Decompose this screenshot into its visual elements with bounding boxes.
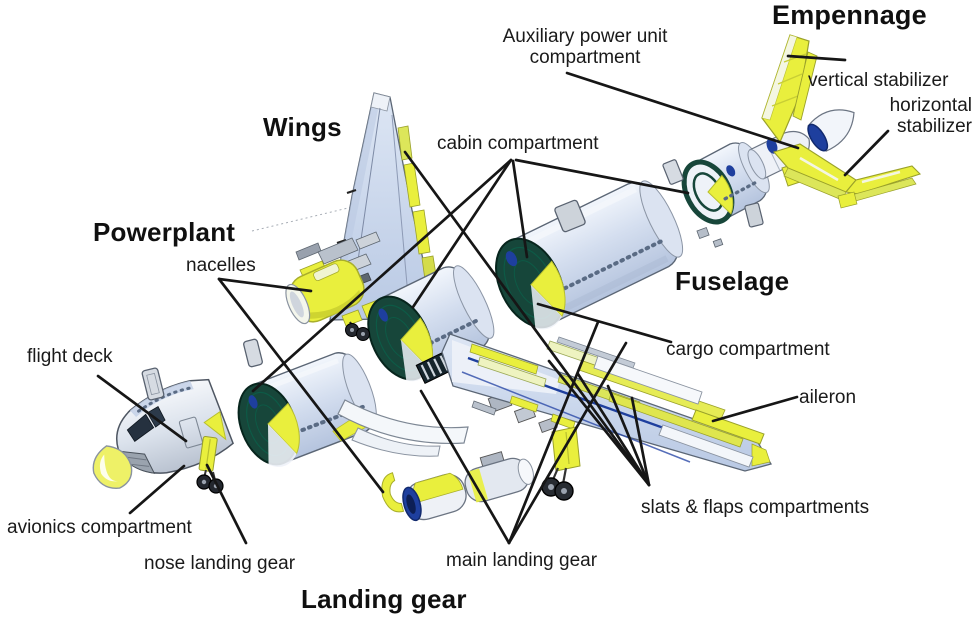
label-apu-line1: Auxiliary power unit bbox=[502, 26, 668, 47]
label-main-landing-gear: main landing gear bbox=[446, 550, 598, 571]
leader-cargo bbox=[536, 302, 673, 344]
leader-cabin-1 bbox=[251, 158, 513, 393]
leader-cabin-2 bbox=[411, 158, 513, 309]
belly-fairing bbox=[337, 399, 469, 457]
forward-fuselage-section bbox=[237, 352, 377, 467]
aft-center-fuselage-section bbox=[495, 180, 684, 330]
wing-slat-strip bbox=[403, 162, 421, 208]
label-flight-deck: flight deck bbox=[27, 346, 113, 367]
wing-slat-strip bbox=[397, 125, 413, 161]
leader-nose-gear bbox=[205, 463, 248, 545]
leader-slats-4 bbox=[606, 384, 651, 487]
avionics-compartment-part bbox=[92, 445, 133, 489]
heading-wings: Wings bbox=[263, 112, 342, 142]
label-avionics-compartment: avionics compartment bbox=[7, 517, 192, 538]
tail-tip-cone bbox=[807, 109, 855, 152]
leader-nacelles-2 bbox=[217, 277, 385, 494]
label-nacelles: nacelles bbox=[186, 255, 256, 276]
leader-vertical-stabilizer bbox=[786, 54, 847, 62]
label-horizontal-stabilizer: horizontal stabilizer bbox=[850, 95, 972, 137]
label-cabin-compartment: cabin compartment bbox=[437, 133, 599, 154]
leader-nacelles-1 bbox=[217, 277, 313, 293]
leader-avionics bbox=[128, 464, 186, 515]
leader-slats-3 bbox=[576, 372, 651, 487]
leader-horizontal-stabilizer bbox=[843, 129, 890, 177]
heading-empennage: Empennage bbox=[772, 0, 927, 30]
heading-fuselage: Fuselage bbox=[675, 266, 790, 296]
leader-slats-5 bbox=[630, 396, 651, 487]
label-aileron: aileron bbox=[799, 387, 857, 408]
aileron-part bbox=[691, 409, 765, 445]
leader-cabin-3 bbox=[511, 159, 529, 259]
horizontal-stabilizer-part bbox=[773, 143, 922, 209]
engine-cowl-ring bbox=[381, 472, 405, 513]
nose-door-yellow bbox=[203, 410, 227, 441]
fuselage-doors bbox=[141, 159, 764, 401]
engine-right bbox=[464, 451, 534, 503]
windshield bbox=[126, 413, 155, 442]
center-fuselage-section bbox=[367, 265, 495, 382]
nacelle-wheels bbox=[341, 309, 370, 341]
label-horizontal-line2: stabilizer bbox=[897, 116, 972, 137]
leader-main-gear-1 bbox=[419, 389, 511, 545]
leader-flight-deck bbox=[96, 374, 188, 443]
heading-powerplant: Powerplant bbox=[93, 217, 236, 247]
wing-slat-strip bbox=[412, 209, 431, 255]
label-horizontal-line1: horizontal bbox=[889, 95, 972, 116]
leader-main-gear-2 bbox=[507, 320, 600, 545]
leader-cabin-4 bbox=[514, 158, 690, 195]
label-apu-line2: compartment bbox=[529, 47, 641, 68]
tail-small-parts bbox=[696, 227, 724, 248]
tail-blue-detail bbox=[766, 138, 778, 154]
leader-apu-compartment bbox=[565, 71, 800, 150]
label-vertical-stabilizer: vertical stabilizer bbox=[808, 70, 949, 91]
engine-left bbox=[402, 472, 467, 522]
label-cargo-compartment: cargo compartment bbox=[666, 339, 830, 360]
leader-lines bbox=[96, 54, 890, 545]
nacelle-upper bbox=[285, 259, 365, 325]
label-apu-compartment: Auxiliary power unit compartment bbox=[480, 26, 690, 68]
label-slats-flaps-compartments: slats & flaps compartments bbox=[641, 497, 870, 518]
rudder-strip bbox=[792, 51, 818, 121]
leader-slats-1 bbox=[403, 150, 651, 487]
label-nose-landing-gear: nose landing gear bbox=[144, 553, 296, 574]
leader-slats-2 bbox=[547, 359, 651, 487]
slats-flaps-strips bbox=[471, 336, 754, 468]
leader-main-gear-3 bbox=[507, 341, 628, 545]
heading-landing-gear: Landing gear bbox=[301, 584, 467, 614]
leader-aileron bbox=[711, 395, 799, 423]
main-landing-gear-part bbox=[541, 426, 581, 501]
